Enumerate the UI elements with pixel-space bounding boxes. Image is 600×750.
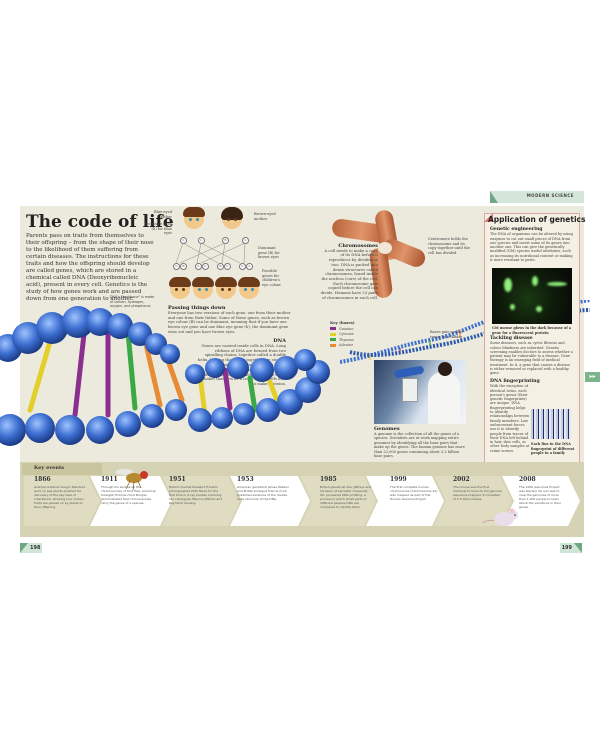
chromosome-illustration <box>330 208 430 308</box>
key-item-guanine: Guanine <box>330 327 355 331</box>
gene-circle: B <box>217 263 224 270</box>
page-title: The code of life <box>26 212 174 232</box>
dna-heading: DNA <box>273 338 286 344</box>
chromosomes-heading: Chromosomes <box>338 243 378 249</box>
label-dominant: Dominant gene (B) for brown eyes <box>258 246 280 260</box>
chromosomes-text: A cell needs to make a copy of its DNA b… <box>320 247 378 300</box>
child-face-icon <box>215 277 237 299</box>
section-header-tab: MODERN SCIENCE <box>490 191 584 203</box>
key-events-label: Key events <box>34 465 65 471</box>
key-heading: Key (bases) <box>330 320 355 325</box>
label-possible-genes: Possible genes for children's eye colour <box>262 269 281 287</box>
key-item-adenine: Adenine <box>330 343 355 347</box>
label-recessive: Recessive gene (b) for blue eyes <box>144 222 172 236</box>
child-face-icon <box>238 277 260 299</box>
tackling-disease-section: Tackling disease Some diseases, such as … <box>490 336 574 376</box>
passing-down-text: Everyone has two versions of each gene, … <box>168 309 291 334</box>
next-page-button[interactable]: ▸▸ <box>585 372 600 382</box>
genomes-text: A genome is the collection of all the ge… <box>374 431 465 459</box>
gene-circle: b <box>202 263 209 270</box>
dna-fingerprint-image <box>531 409 571 439</box>
glowing-gm-mouse-photo <box>492 268 572 324</box>
dna-double-helix-illustration <box>0 306 330 446</box>
dna-fingerprinting-text: With the exception of identical twins, e… <box>490 384 530 453</box>
inheritance-diagram: b b B b b B b b B b b b <box>169 207 280 302</box>
gene-circle: b <box>246 263 253 270</box>
header-corner-decor <box>490 191 498 203</box>
tackling-disease-heading: Tackling disease <box>490 336 533 341</box>
label-brown-mother: Brown-eyed mother <box>254 212 276 221</box>
mouse-illustration <box>482 508 518 526</box>
backbone-label: DNA's "backbone" is made of carbon, hydr… <box>110 295 155 309</box>
genomes-section: Genomes A genome is the collection of al… <box>374 427 466 459</box>
centromere-label: Centromere holds the chromosome and its … <box>428 237 470 255</box>
scientist-lab-photo <box>374 360 466 424</box>
chromosomes-section: Chromosomes A cell needs to make a copy … <box>320 244 378 300</box>
genomes-heading: Genomes <box>374 426 400 432</box>
timeline-chevrons <box>24 476 580 526</box>
bases-key: Key (bases) Guanine Cytosine Thymine Ade… <box>330 320 355 347</box>
gene-circle: B <box>222 237 229 244</box>
genetic-engineering-heading: Genetic engineering <box>490 227 543 232</box>
dna-fingerprinting-heading: DNA fingerprinting <box>490 379 540 384</box>
fingerprint-caption: Each line in the DNA fingerprint of diff… <box>531 442 575 456</box>
application-title: Application of genetics <box>488 215 586 224</box>
tackling-disease-text: Some diseases, such as cystic fibrosis a… <box>490 341 573 376</box>
gene-circle: b <box>224 263 231 270</box>
mother-face-icon <box>221 207 243 229</box>
genetic-engineering-section: Genetic engineering The DNA of organisms… <box>490 227 574 263</box>
gene-circle: b <box>242 237 249 244</box>
key-events-tab <box>22 463 102 475</box>
passing-down-section: Passing things down Everyone has two ver… <box>168 306 293 335</box>
intro-paragraph: Parents pass on traits from themselves t… <box>26 233 154 302</box>
label-blue-father: Blue-eyed father <box>153 210 172 219</box>
passing-down-heading: Passing things down <box>168 305 226 311</box>
box-corner-decor <box>484 213 493 222</box>
gene-circle: b <box>173 263 180 270</box>
dna-fingerprinting-section: DNA fingerprinting With the exception of… <box>490 379 540 453</box>
gene-circle: b <box>195 263 202 270</box>
base-pair-label: Bases pair up like rungs on a ladder <box>430 330 463 339</box>
child-face-icon <box>169 277 191 299</box>
fruit-fly-illustration <box>116 469 148 490</box>
section-label: MODERN SCIENCE <box>526 193 574 198</box>
child-face-icon <box>192 277 214 299</box>
inheritance-arrows <box>175 242 246 264</box>
key-item-cytosine: Cytosine <box>330 332 355 336</box>
page-number-right: 199 <box>560 543 582 553</box>
gene-circle: b <box>239 263 246 270</box>
centromere <box>378 242 392 254</box>
key-item-thymine: Thymine <box>330 338 355 342</box>
genetic-engineering-text: The DNA of organisms can be altered by u… <box>490 232 573 263</box>
page-number-left: 198 <box>20 543 42 553</box>
mouse-caption: GM mouse glows in the dark because of a … <box>492 326 572 335</box>
gene-circle: B <box>180 263 187 270</box>
father-face-icon <box>183 207 205 229</box>
